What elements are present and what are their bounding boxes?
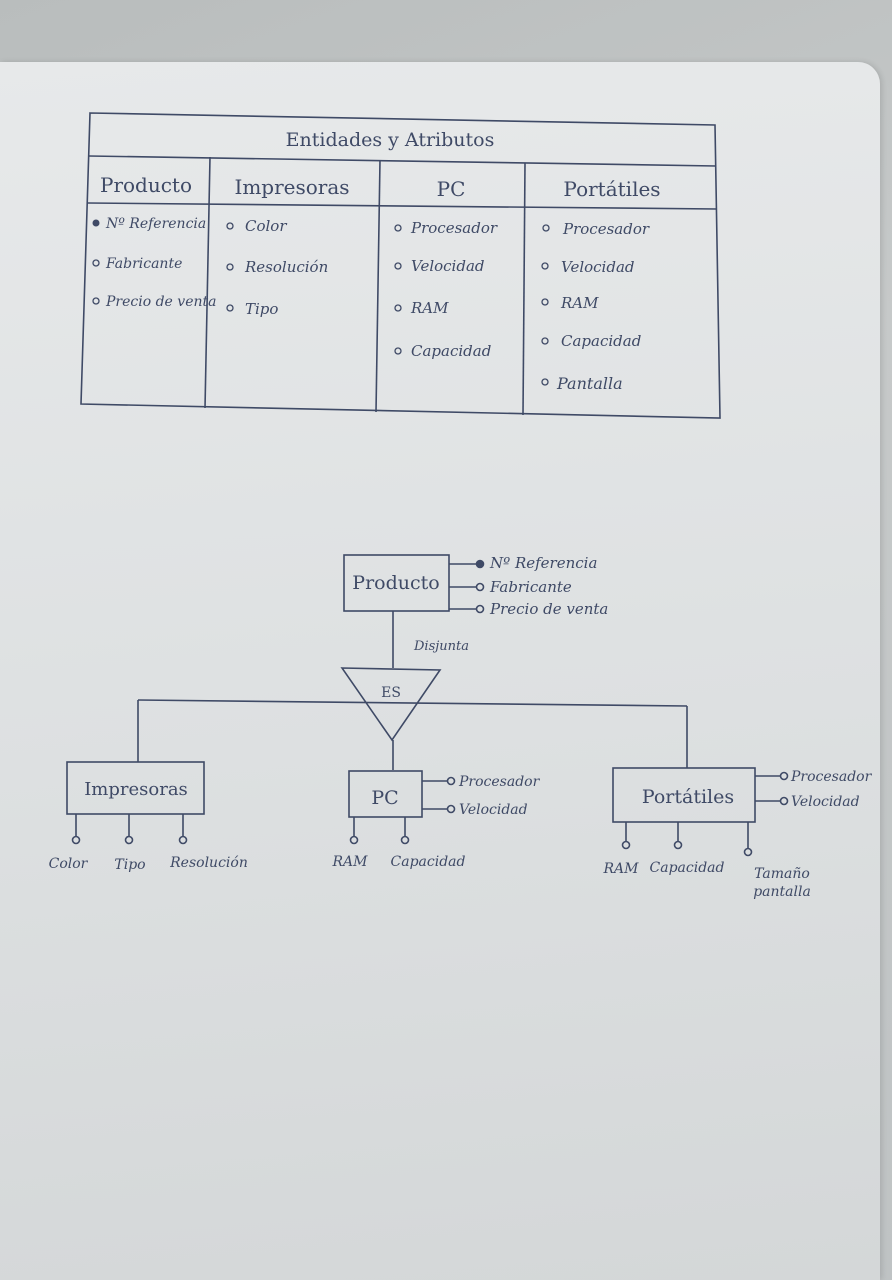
table-item: Color	[245, 217, 287, 235]
attribute-label: RAM	[603, 861, 640, 877]
table-item: Velocidad	[561, 258, 635, 276]
table-item: Nº Referencia	[105, 216, 206, 232]
table-item: RAM	[560, 294, 599, 312]
bullet	[226, 304, 234, 312]
bullet	[394, 347, 402, 355]
entity-portatiles-box	[612, 767, 756, 823]
bullet	[226, 263, 234, 271]
entity-impresoras-box	[66, 761, 205, 815]
bullet	[394, 304, 402, 312]
table-item: Velocidad	[411, 257, 485, 275]
bullet	[92, 259, 100, 267]
attribute-label: Procesador	[458, 774, 541, 790]
isa-label: ES	[381, 685, 401, 701]
attribute-label: Precio de venta	[489, 600, 608, 618]
table-border	[80, 112, 721, 419]
table-item: Fabricante	[105, 256, 182, 272]
bullet	[541, 298, 549, 306]
attribute-label: Capacidad	[650, 860, 725, 876]
attribute-label: RAM	[332, 854, 369, 870]
table-title: Entidades y Atributos	[286, 129, 495, 151]
attribute-dot	[475, 582, 485, 592]
entity-pc-label: PC	[371, 787, 398, 809]
entity-producto-box	[343, 554, 450, 612]
table-item: Precio de venta	[105, 294, 216, 310]
table-item: Procesador	[410, 219, 498, 237]
bullet	[541, 337, 549, 345]
column-header-impresoras: Impresoras	[234, 175, 349, 199]
attribute-label: Velocidad	[791, 794, 860, 810]
constraint-label: Disjunta	[413, 639, 469, 654]
table-title-divider	[88, 155, 717, 167]
attribute-label: Color	[49, 856, 89, 872]
table-item: Tipo	[245, 300, 278, 318]
bullet	[542, 224, 550, 232]
attribute-label-line: Tamaño	[754, 866, 810, 882]
bullet	[394, 262, 402, 270]
bullet	[226, 222, 234, 230]
attribute-label: Capacidad	[391, 854, 466, 870]
entity-impresoras-label: Impresoras	[84, 779, 188, 800]
bullet	[541, 378, 549, 386]
attribute-label-wrapped: Tamaño pantalla	[753, 866, 811, 900]
attribute-label: Resolución	[169, 855, 248, 871]
attribute-label: Fabricante	[489, 578, 572, 596]
attribute-label-line: pantalla	[753, 884, 811, 900]
attribute-label: Tipo	[114, 857, 145, 873]
bullet	[394, 224, 402, 232]
table-item: Capacidad	[411, 342, 491, 360]
attribute-label: Procesador	[790, 769, 873, 785]
key-bullet	[92, 219, 100, 227]
attribute-label: Nº Referencia	[489, 554, 597, 572]
table-item: Pantalla	[556, 374, 623, 393]
attribute-dot	[475, 604, 485, 614]
table-item: RAM	[410, 299, 449, 317]
entity-pc-box	[348, 770, 423, 818]
entity-producto-label: Producto	[352, 572, 439, 594]
column-header-pc: PC	[437, 177, 466, 201]
table-item: Resolución	[244, 258, 328, 276]
table-col-divider-1	[204, 156, 211, 409]
table-item: Capacidad	[561, 332, 641, 350]
isa-triangle	[340, 667, 442, 742]
table-col-divider-3	[522, 162, 526, 416]
table-header-divider	[87, 202, 718, 210]
attribute-label: Velocidad	[459, 802, 528, 818]
column-header-producto: Producto	[100, 173, 192, 197]
table-col-divider-2	[375, 159, 381, 413]
bullet	[541, 262, 549, 270]
bullet	[92, 297, 100, 305]
column-header-portatiles: Portátiles	[563, 177, 660, 201]
hierarchy-bar	[137, 699, 688, 707]
table-item: Procesador	[562, 220, 650, 238]
key-attribute-dot	[475, 559, 485, 569]
entity-portatiles-label: Portátiles	[642, 786, 734, 808]
